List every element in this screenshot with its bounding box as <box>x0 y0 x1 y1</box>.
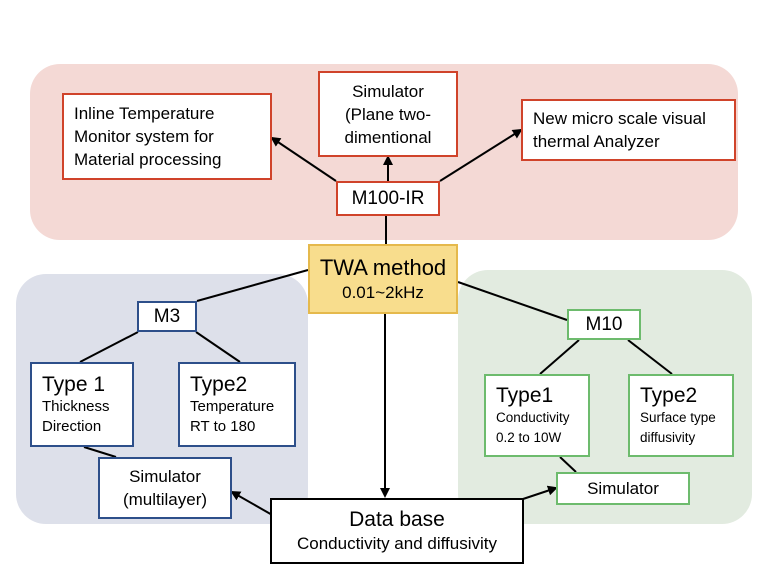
m10-type2-desc-1: Surface type <box>640 410 716 425</box>
m3-type1-title: Type 1 <box>42 373 106 396</box>
arrow-m100-to-inline <box>270 136 337 182</box>
m10-type1-box: Type1 Conductivity 0.2 to 10W <box>484 374 590 457</box>
line-m10-to-type1 <box>539 339 580 375</box>
simulator-plane-line-2: (Plane two- <box>345 104 431 124</box>
database-title: Data base <box>349 508 445 531</box>
simulator-m10-label: Simulator <box>587 479 659 498</box>
m10-type1-desc-1: Conductivity <box>496 410 570 425</box>
m10-type2-box: Type2 Surface type diffusivity <box>628 374 734 457</box>
arrow-database-to-sim-multilayer <box>230 491 275 517</box>
m10-label: M10 <box>585 314 623 335</box>
m3-type1-desc-2: Direction <box>42 418 102 435</box>
twa-method-box: TWA method 0.01~2kHz <box>308 244 458 314</box>
m3-label: M3 <box>153 306 181 327</box>
inline-monitor-box: Inline Temperature Monitor system for Ma… <box>62 93 272 180</box>
m3-type2-title: Type2 <box>190 373 248 396</box>
simulator-multilayer-line-2: (multilayer) <box>122 490 208 509</box>
arrow-database-to-sim-m10 <box>519 485 558 501</box>
line-type1-to-simulator <box>83 446 117 458</box>
line-m3-to-type1 <box>79 331 139 363</box>
m3-box: M3 <box>137 301 197 332</box>
simulator-plane-line-3: dimentional <box>344 127 432 147</box>
line-m3-to-type2 <box>195 331 241 363</box>
line-m10-to-type2 <box>627 339 673 375</box>
twa-method-range: 0.01~2kHz <box>342 282 424 302</box>
inline-monitor-line-1: Inline Temperature <box>74 104 215 123</box>
m3-type2-desc-1: Temperature <box>190 398 275 415</box>
inline-monitor-line-2: Monitor system for <box>74 127 214 146</box>
m3-type1-box: Type 1 Thickness Direction <box>30 362 134 447</box>
micro-analyzer-box: New micro scale visual thermal Analyzer <box>521 99 736 161</box>
m10-type2-title: Type2 <box>640 384 698 407</box>
m3-type2-box: Type2 Temperature RT to 180 <box>178 362 296 447</box>
simulator-m10-box: Simulator <box>556 472 690 505</box>
arrow-m100-to-analyzer <box>439 128 523 182</box>
twa-method-title: TWA method <box>319 254 447 280</box>
m10-box: M10 <box>567 309 641 340</box>
m10-type1-title: Type1 <box>496 384 554 407</box>
line-m10type1-to-simulator <box>559 456 577 473</box>
database-box: Data base Conductivity and diffusivity <box>270 498 524 564</box>
simulator-plane-line-1: Simulator <box>352 81 424 101</box>
m10-type1-desc-2: 0.2 to 10W <box>496 430 562 445</box>
database-desc: Conductivity and diffusivity <box>296 534 497 553</box>
line-twa-to-m3 <box>196 269 309 302</box>
micro-analyzer-line-1: New micro scale visual <box>533 109 706 128</box>
m3-type1-desc-1: Thickness <box>42 398 110 415</box>
simulator-multilayer-box: Simulator (multilayer) <box>98 457 232 519</box>
m3-type2-desc-2: RT to 180 <box>190 418 256 435</box>
inline-monitor-line-3: Material processing <box>74 150 222 169</box>
micro-analyzer-line-2: thermal Analyzer <box>533 132 660 151</box>
m100-ir-box: M100-IR <box>336 181 440 216</box>
m10-type2-desc-2: diffusivity <box>640 430 696 445</box>
simulator-multilayer-line-1: Simulator <box>129 467 201 486</box>
simulator-plane-box: Simulator (Plane two- dimentional <box>318 71 458 157</box>
m100-ir-label: M100-IR <box>351 188 425 209</box>
line-twa-to-m10 <box>457 281 568 321</box>
